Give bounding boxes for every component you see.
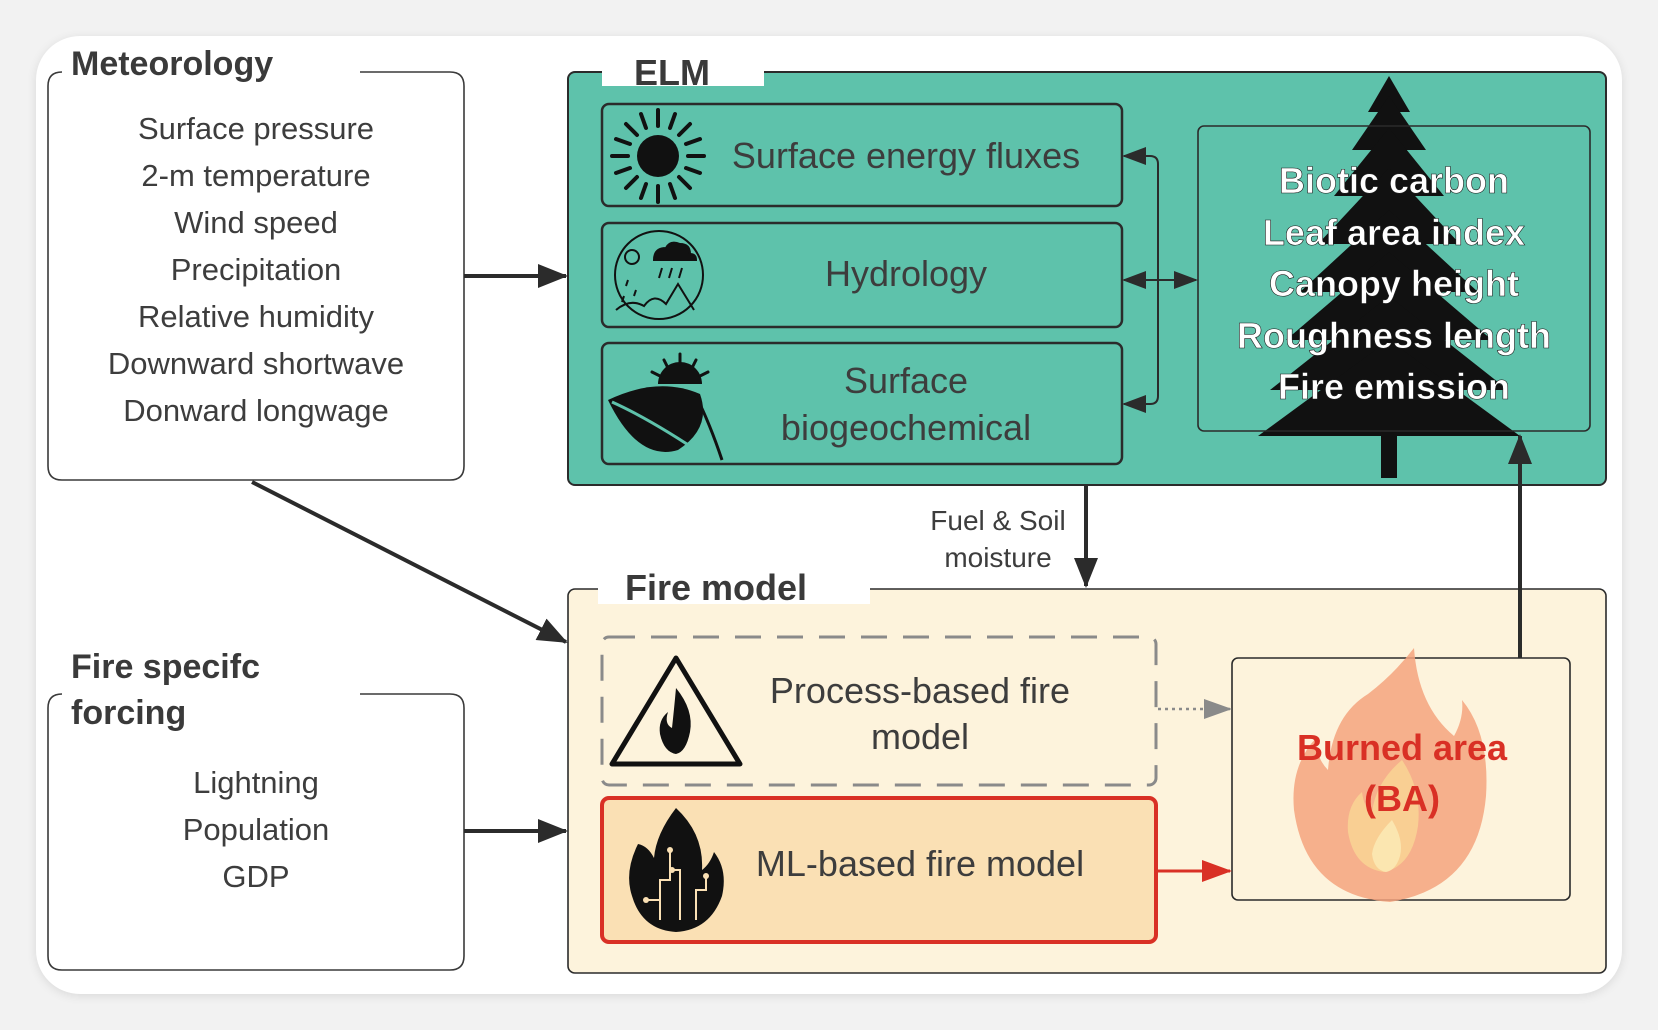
meteorology-item: Wind speed [174,205,338,240]
fire-forcing-title: Fire specifc [71,648,260,686]
fire-forcing-item: GDP [222,859,289,894]
ml-model-label: ML-based fire model [756,843,1084,884]
fire-forcing-title-2: forcing [71,694,186,732]
ml-model-box [600,796,1158,944]
process-model-label-2: model [871,716,969,757]
process-model-label: Process-based fire [770,670,1070,711]
elm-output: Roughness length [1237,315,1551,356]
elm-output: Fire emission [1278,366,1510,407]
fire-model-box: Fire model Process-based fire model [567,567,1607,974]
arrow-meteorology-to-fire [251,480,568,644]
circuit-flame-icon [629,808,724,932]
fire-warning-icon [609,655,743,767]
fuel-moisture-label: Fuel & Soil [930,505,1065,536]
fire-model-title: Fire model [625,567,807,608]
sun-icon [610,108,706,204]
leaf-sun-icon [608,352,724,461]
meteorology-item: Precipitation [171,252,342,287]
meteorology-item: Relative humidity [138,299,375,334]
burned-area-label-2: (BA) [1364,778,1440,819]
meteorology-box: Meteorology Surface pressure 2-m tempera… [47,45,465,481]
biogeo-module-label: Surface [844,360,968,401]
elm-output: Biotic carbon [1279,160,1509,201]
hydrology-module-label: Hydrology [825,253,987,294]
process-model-box [600,635,1158,787]
burned-area-label: Burned area [1297,727,1508,768]
tree-icon [1258,76,1520,478]
elm-title: ELM [634,52,710,93]
meteorology-item: Downward shortwave [108,346,404,381]
meteorology-item: 2-m temperature [141,158,370,193]
elm-output: Canopy height [1269,263,1519,304]
fire-forcing-item: Population [183,812,330,847]
fire-forcing-item: Lightning [193,765,319,800]
meteorology-item: Donward longwage [123,393,388,428]
energy-module-label: Surface energy fluxes [732,135,1080,176]
fire-forcing-box: Fire specifc forcing Lightning Populatio… [47,648,465,971]
fuel-moisture-label-2: moisture [944,542,1051,573]
elm-box: ELM Biotic carbon Leaf area index Canopy… [567,52,1607,486]
meteorology-title: Meteorology [71,45,273,83]
diagram-arrows [251,264,1532,882]
biogeo-module-label-2: biogeochemical [781,407,1031,448]
meteorology-item: Surface pressure [138,111,374,146]
flame-icon [1293,648,1487,902]
hydrology-icon [614,230,704,320]
elm-internal-connector [1122,147,1198,413]
elm-outputs-panel [1197,125,1591,432]
elm-output: Leaf area index [1263,212,1525,253]
burned-area-box [1231,657,1571,901]
